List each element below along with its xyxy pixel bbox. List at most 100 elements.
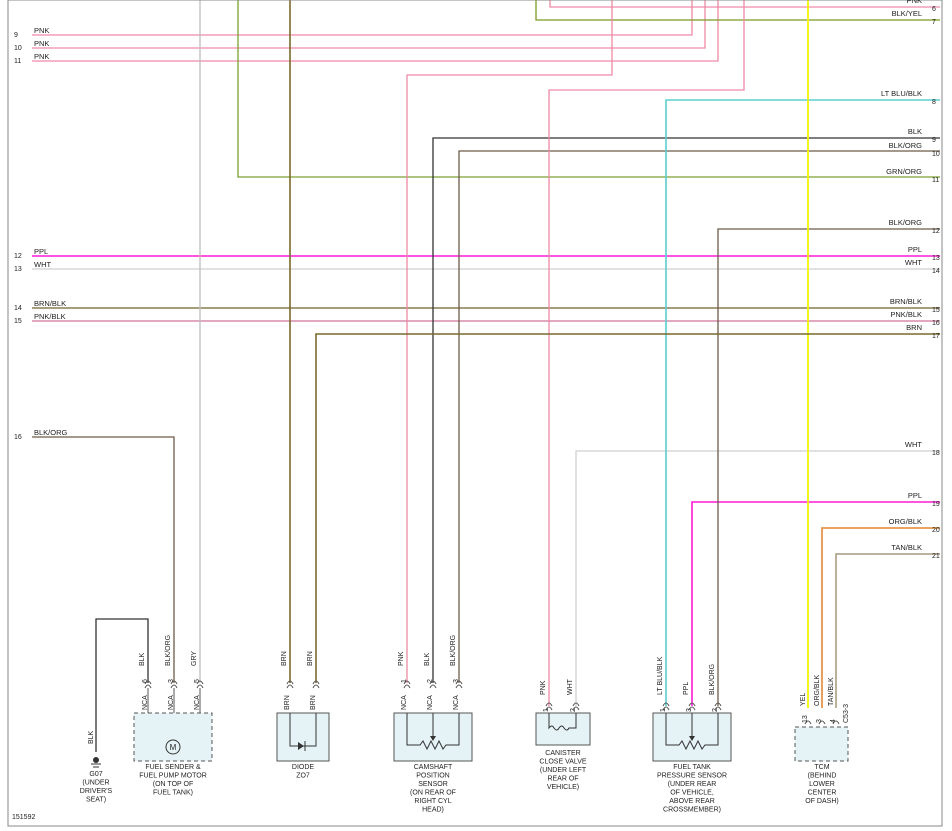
- component-label: (ON TOP OF: [153, 781, 193, 788]
- pin-cavity-label: NCA: [453, 695, 460, 710]
- pin-number: 5: [194, 679, 201, 683]
- pin-wire-label: BLK/ORG: [709, 664, 716, 695]
- right-row-number: 13: [932, 255, 940, 262]
- resistor-icon: [665, 713, 719, 751]
- canister-box: [535, 712, 591, 746]
- left-wire-label: PNK: [34, 39, 49, 48]
- component-label: (ON REAR OF: [410, 790, 456, 797]
- pin-cavity-label: NCA: [168, 695, 175, 710]
- component-label: ZO7: [296, 773, 310, 780]
- right-wire-label: PNK/BLK: [890, 310, 922, 319]
- right-row-number: 20: [932, 527, 940, 534]
- pin-number: 1: [401, 679, 408, 683]
- left-row-number: 12: [14, 253, 22, 260]
- pin-cavity: [286, 684, 294, 689]
- right-wire-label: WHT: [905, 258, 922, 267]
- pin-cavity: [662, 702, 670, 707]
- wire-pnk-11: [32, 0, 719, 62]
- pin-number: 2: [570, 708, 577, 712]
- pin-cavity: [170, 680, 178, 685]
- left-wire-label: BLK/ORG: [34, 428, 68, 437]
- left-row-number: 9: [14, 32, 18, 39]
- pin-cavity-label: NCA: [194, 695, 201, 710]
- left-wire-label: PNK: [34, 52, 49, 61]
- pin-cavity: [196, 680, 204, 685]
- left-row-number: 10: [14, 45, 22, 52]
- wire-pnk-9: [32, 0, 693, 36]
- pin-wire-label: BRN: [281, 651, 288, 666]
- pin-cavity: [429, 680, 437, 685]
- component-label: CENTER: [808, 790, 837, 797]
- pin-cavity: [714, 702, 722, 707]
- right-row-number: 11: [932, 177, 939, 184]
- pin-number: 2: [712, 708, 719, 712]
- pin-cavity: [804, 720, 812, 725]
- component-label: ABOVE REAR: [669, 798, 715, 805]
- pin-wire-label: BRN: [307, 651, 314, 666]
- pin-cavity: [455, 684, 463, 689]
- right-wire-label: PPL: [908, 245, 922, 254]
- right-row-number: 9: [932, 137, 936, 144]
- wire-can-wht: [575, 450, 940, 706]
- component-label: POSITION: [416, 773, 449, 780]
- right-wire-label: ORG/BLK: [889, 517, 922, 526]
- component-label: FUEL PUMP MOTOR: [139, 773, 207, 780]
- diode-icon: [298, 742, 304, 750]
- component-label: DRIVER'S: [80, 788, 113, 795]
- motor-symbol: M: [170, 743, 177, 752]
- component-label: SENSOR: [418, 781, 448, 788]
- pin-wire-label: BLK: [424, 652, 431, 666]
- component-label: (UNDER: [82, 780, 109, 787]
- diagram-id: 151592: [12, 814, 35, 821]
- left-wire-label: PNK/BLK: [34, 312, 66, 321]
- wire-grnorg-r11: [237, 0, 940, 178]
- wire-tcm-orgblk: [821, 527, 940, 708]
- wire-tcm-tanblk: [835, 553, 940, 708]
- tcm-box: [794, 726, 849, 762]
- solenoid-icon: [548, 713, 577, 731]
- component-label: TCM: [814, 764, 829, 771]
- right-wire-label: BLK/ORG: [889, 218, 923, 227]
- motor-icon: [165, 739, 181, 755]
- right-row-number: 15: [932, 307, 940, 314]
- pin-cavity: [312, 684, 320, 689]
- wire-ftp-blkorg: [717, 228, 940, 706]
- component-label: RIGHT CYL: [414, 798, 451, 805]
- component-label: (UNDER REAR: [668, 781, 717, 788]
- pin-wire-label: LT BLU/BLK: [657, 656, 664, 695]
- connector-id: C53-3: [843, 704, 850, 723]
- right-wire-label: BRN/BLK: [890, 297, 922, 306]
- pin-cavity: [545, 706, 553, 711]
- component-label: VEHICLE): [547, 784, 579, 791]
- wire-fs-blk: [95, 618, 149, 752]
- component-label: LOWER: [809, 781, 835, 788]
- diode-box: [276, 712, 330, 762]
- right-wire-label: BRN: [906, 323, 922, 332]
- left-wire-label: BRN/BLK: [34, 299, 66, 308]
- component-label: HEAD): [422, 807, 444, 814]
- pin-cavity: [688, 706, 696, 711]
- pin-cavity-label: NCA: [427, 695, 434, 710]
- component-label: CANISTER: [545, 750, 580, 757]
- pin-cavity: [662, 706, 670, 711]
- right-row-number: 19: [932, 501, 940, 508]
- pin-wire-label: WHT: [567, 678, 574, 695]
- component-label: CAMSHAFT: [414, 764, 453, 771]
- pin-wire-label: BLK/ORG: [450, 635, 457, 666]
- pin-cavity: [688, 702, 696, 707]
- right-wire-label: PPL: [908, 491, 922, 500]
- pin-wire-label: BLK: [88, 730, 95, 744]
- pin-number: 6: [142, 679, 149, 683]
- wire-pnk-10: [32, 0, 706, 49]
- component-label: FUEL TANK): [153, 790, 193, 797]
- wiper-arrow-icon: [430, 736, 436, 741]
- pin-number: 1: [660, 708, 667, 712]
- pin-cavity: [832, 720, 840, 725]
- pin-number: 3: [168, 679, 175, 683]
- pin-wire-label: TAN/BLK: [828, 677, 835, 706]
- wiper-arrow-icon: [689, 736, 695, 741]
- left-row-number: 14: [14, 305, 22, 312]
- right-wire-label: BLK/ORG: [889, 141, 923, 150]
- right-wire-label: TAN/BLK: [891, 543, 922, 552]
